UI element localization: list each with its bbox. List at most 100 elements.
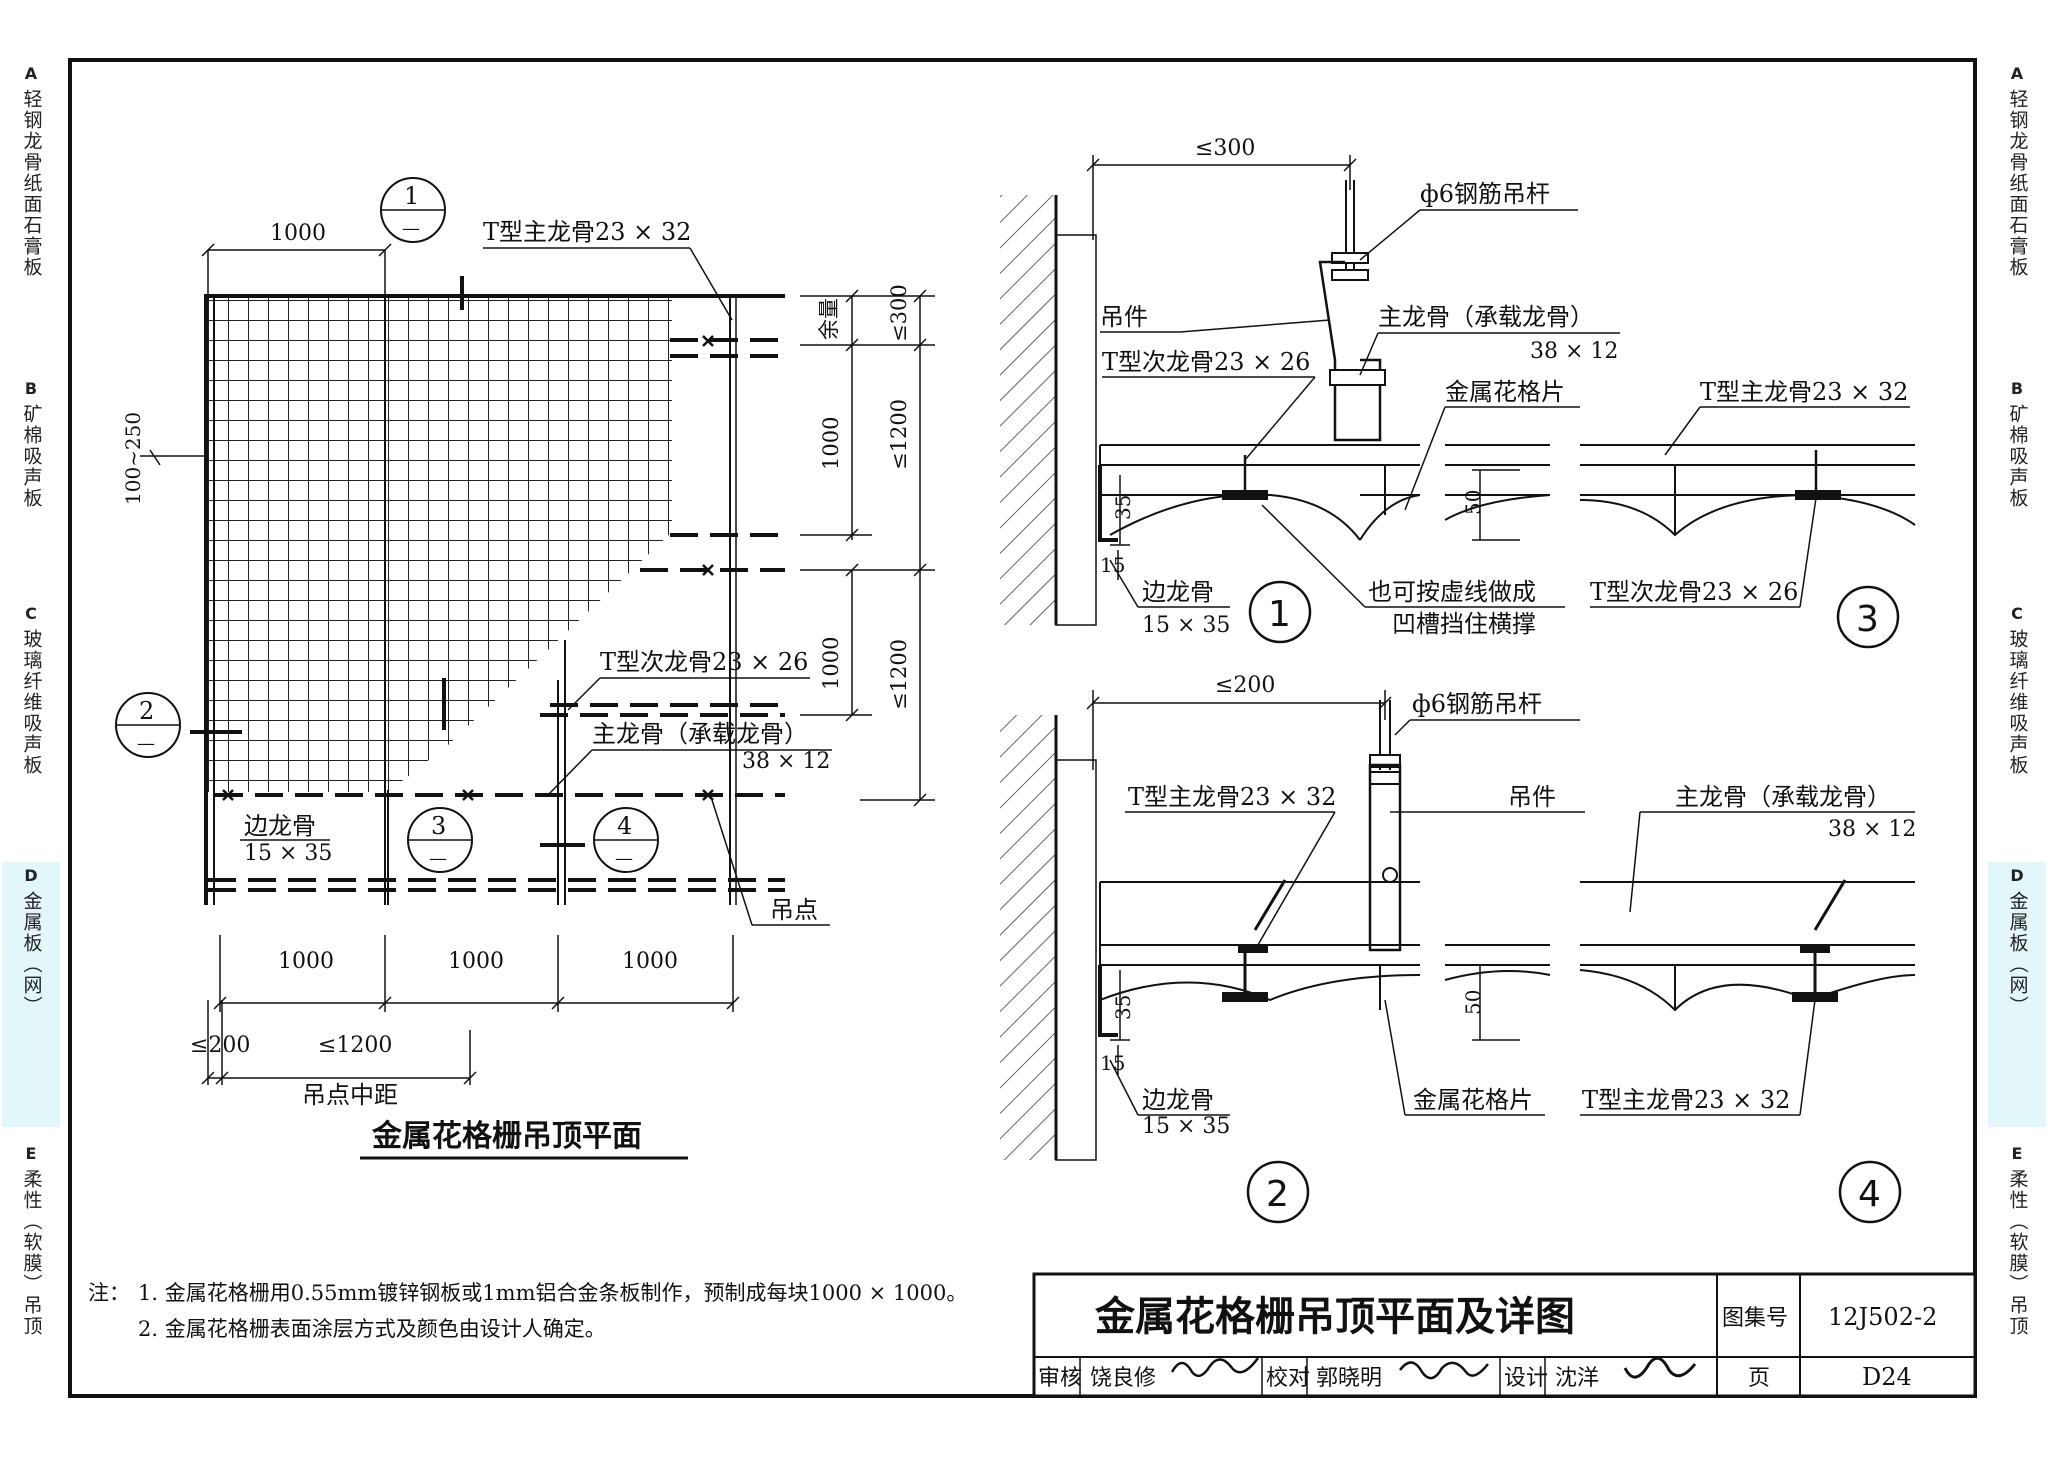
detail-bottom-dim: ≤200 [1215, 673, 1275, 698]
side-tab-label: 柔性（软膜）吊顶 [2006, 1169, 2029, 1337]
svg-text:—: — [137, 733, 155, 754]
svg-text:1: 1 [1268, 594, 1291, 635]
detail-top-main-keel-label: T型主龙骨23 × 32 [1700, 378, 1908, 406]
plan-dim-le1200-c: ≤1200 [318, 1033, 392, 1058]
side-tab-label: 柔性（软膜）吊顶 [20, 1169, 43, 1337]
plan-dim-le1200-a: ≤1200 [887, 399, 911, 470]
side-tab-e-right[interactable]: E 柔性（软膜）吊顶 [1988, 1140, 2046, 1390]
detail-bottom-rod-label: ф6钢筋吊杆 [1412, 690, 1542, 718]
plan-main-keel-label: T型主龙骨23 × 32 [483, 218, 691, 246]
detail-bottom-bearing-label: 主龙骨（承载龙骨） [1675, 783, 1891, 811]
side-tab-letter: E [25, 1144, 37, 1163]
side-tab-letter: E [2011, 1144, 2023, 1163]
reviewer-signature [1170, 1357, 1260, 1378]
side-tab-letter: D [2010, 866, 2024, 885]
plan-dim-le200: ≤200 [190, 1033, 250, 1058]
plan-edge-keel-label: 边龙骨 [244, 812, 316, 840]
note-line-2: 2. 金属花格栅表面涂层方式及颜色由设计人确定。 [138, 1317, 606, 1341]
note-line-1: 1. 金属花格栅用0.55mm镀锌钢板或1mm铝合金条板制作，预制成每块1000… [138, 1281, 967, 1305]
plan-dim-le300: ≤300 [887, 284, 911, 342]
callout-4: 4 — [593, 807, 659, 873]
plan-view: 1000 T型主龙骨23 × 32 余量 ≤300 1 [115, 177, 935, 1160]
side-tab-b-left[interactable]: B 矿棉吸声板 [2, 375, 60, 575]
side-tab-label: 玻璃纤维吸声板 [2006, 629, 2029, 776]
plan-dim-1000-a: 1000 [819, 417, 843, 470]
side-tab-e-left[interactable]: E 柔性（软膜）吊顶 [2, 1140, 60, 1390]
side-tab-letter: A [2010, 64, 2024, 83]
plan-hang-point-label: 吊点 [770, 896, 818, 924]
detail-top-rod-label: ф6钢筋吊杆 [1420, 180, 1550, 208]
svg-text:2: 2 [139, 697, 154, 725]
plan-title: 金属花格栅吊顶平面 [371, 1119, 642, 1154]
detail-top-sub-keel-label: T型次龙骨23 × 26 [1102, 348, 1310, 376]
side-tab-label: 轻钢龙骨纸面石膏板 [2006, 89, 2029, 278]
atlas-number: 12J502-2 [1828, 1303, 1937, 1331]
detail-bottom-bearing-size: 38 × 12 [1828, 817, 1916, 842]
side-tab-d-left[interactable]: D 金属板（网） [2, 862, 60, 1127]
side-tab-label: 矿棉吸声板 [2006, 404, 2029, 509]
side-tab-letter: B [2010, 379, 2024, 398]
svg-text:—: — [429, 848, 447, 869]
svg-text:—: — [402, 218, 420, 239]
detail-top-dim-35: 35 [1111, 495, 1135, 520]
detail-num-4 [1838, 1160, 1902, 1224]
sheet-title: 金属花格栅吊顶平面及详图 [1094, 1294, 1575, 1340]
page-label: 页 [1748, 1366, 1770, 1391]
designer-signature [1623, 1356, 1697, 1379]
detail-num-1 [1248, 580, 1312, 644]
side-tab-c-right[interactable]: C 玻璃纤维吸声板 [1988, 600, 2046, 850]
callout-3: 3 — [407, 807, 473, 873]
side-tab-a-right[interactable]: A 轻钢龙骨纸面石膏板 [1988, 60, 2046, 320]
svg-text:2: 2 [1266, 1174, 1289, 1215]
side-tab-letter: D [24, 866, 38, 885]
side-tab-d-right[interactable]: D 金属板（网） [1988, 862, 2046, 1127]
notes-prefix: 注： [88, 1281, 130, 1305]
detail-top-dim-50: 50 [1461, 490, 1485, 515]
plan-dim-bottom-2: 1000 [448, 949, 504, 974]
svg-text:4: 4 [617, 812, 632, 840]
detail-top-note-1: 也可按虚线做成 [1368, 578, 1536, 606]
detail-bottom-main-keel-r: T型主龙骨23 × 32 [1582, 1086, 1790, 1114]
detail-top-sub-keel-r: T型次龙骨23 × 26 [1590, 578, 1798, 606]
detail-top-hanger-label: 吊件 [1100, 303, 1148, 331]
side-tab-letter: B [24, 379, 38, 398]
side-tab-label: 矿棉吸声板 [20, 404, 43, 509]
side-tab-b-right[interactable]: B 矿棉吸声板 [1988, 375, 2046, 575]
notes: 注： 1. 金属花格栅用0.55mm镀锌钢板或1mm铝合金条板制作，预制成每块1… [88, 1281, 967, 1341]
atlas-label: 图集号 [1722, 1306, 1788, 1331]
plan-dim-le1200-b: ≤1200 [887, 639, 911, 710]
detail-top-edge-keel-label: 边龙骨 [1142, 578, 1214, 606]
plan-margin-label: 余量 [817, 298, 841, 340]
side-tab-label: 金属板（网） [20, 891, 43, 1017]
checker-name: 郭晓明 [1316, 1366, 1382, 1391]
plan-bearing-size: 38 × 12 [742, 749, 830, 774]
side-tab-label: 金属板（网） [2006, 891, 2029, 1017]
callout-2: 2 — [115, 692, 181, 758]
review-label: 审核 [1038, 1366, 1082, 1391]
side-tab-letter: C [2011, 604, 2023, 623]
plan-hang-spacing-label: 吊点中距 [302, 1081, 398, 1109]
plan-dim-1000-b: 1000 [819, 637, 843, 690]
checker-signature [1399, 1361, 1489, 1380]
detail-top-dim: ≤300 [1195, 136, 1255, 161]
detail-bottom-edge-size: 15 × 35 [1142, 1114, 1230, 1139]
detail-bottom-dim-50: 50 [1461, 990, 1485, 1015]
svg-text:1: 1 [404, 182, 419, 210]
plan-bearing-keel-label: 主龙骨（承载龙骨） [592, 720, 808, 748]
detail-top-grille-label: 金属花格片 [1445, 378, 1565, 406]
wall-hatch-top [1000, 195, 1056, 625]
detail-top-note-2: 凹槽挡住横撑 [1392, 610, 1536, 638]
page-number: D24 [1862, 1363, 1912, 1391]
detail-top-edge-size: 15 × 35 [1142, 613, 1230, 638]
plan-edge-size: 15 × 35 [244, 841, 332, 866]
detail-bottom-hanger-label: 吊件 [1508, 783, 1556, 811]
callout-1: 1 — [380, 177, 446, 243]
reviewer-name: 饶良修 [1090, 1366, 1156, 1391]
design-label: 设计 [1504, 1366, 1548, 1391]
plan-dim-100-250: 100~250 [121, 412, 145, 505]
svg-text:—: — [615, 848, 633, 869]
svg-text:3: 3 [1856, 599, 1879, 640]
side-tab-letter: C [25, 604, 37, 623]
